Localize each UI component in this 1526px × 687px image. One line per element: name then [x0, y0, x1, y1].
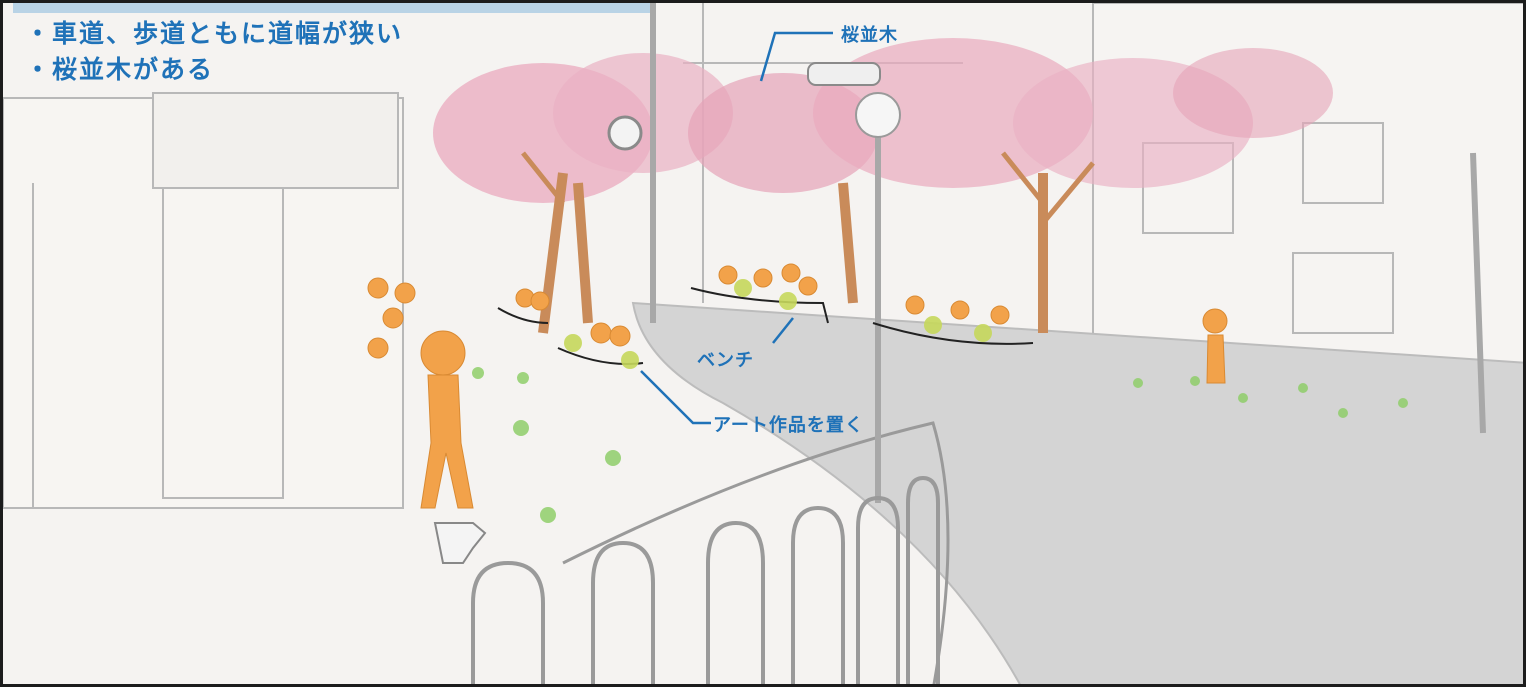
cherry-trees [433, 38, 1333, 334]
curb [562, 421, 950, 684]
header-band [13, 3, 653, 13]
note-narrow-roads: ・車道、歩道ともに道幅が狭い [25, 19, 404, 48]
callout-lines [640, 31, 833, 425]
street-sketch [3, 3, 1523, 684]
no-entry-sign [607, 115, 643, 151]
callout-art-piece: アート作品を置く [713, 415, 864, 436]
street-lamp [855, 92, 901, 138]
traffic-light [807, 62, 881, 86]
callout-sakura-trees: 桜並木 [841, 25, 898, 46]
art-pieces [564, 279, 992, 369]
dog [433, 522, 487, 564]
people [367, 263, 1228, 509]
callout-bench: ベンチ [697, 350, 754, 371]
poles [650, 3, 1486, 503]
fence [471, 475, 940, 684]
plants [472, 367, 1408, 523]
road [631, 301, 1523, 684]
note-cherry-trees: ・桜並木がある [25, 55, 215, 84]
